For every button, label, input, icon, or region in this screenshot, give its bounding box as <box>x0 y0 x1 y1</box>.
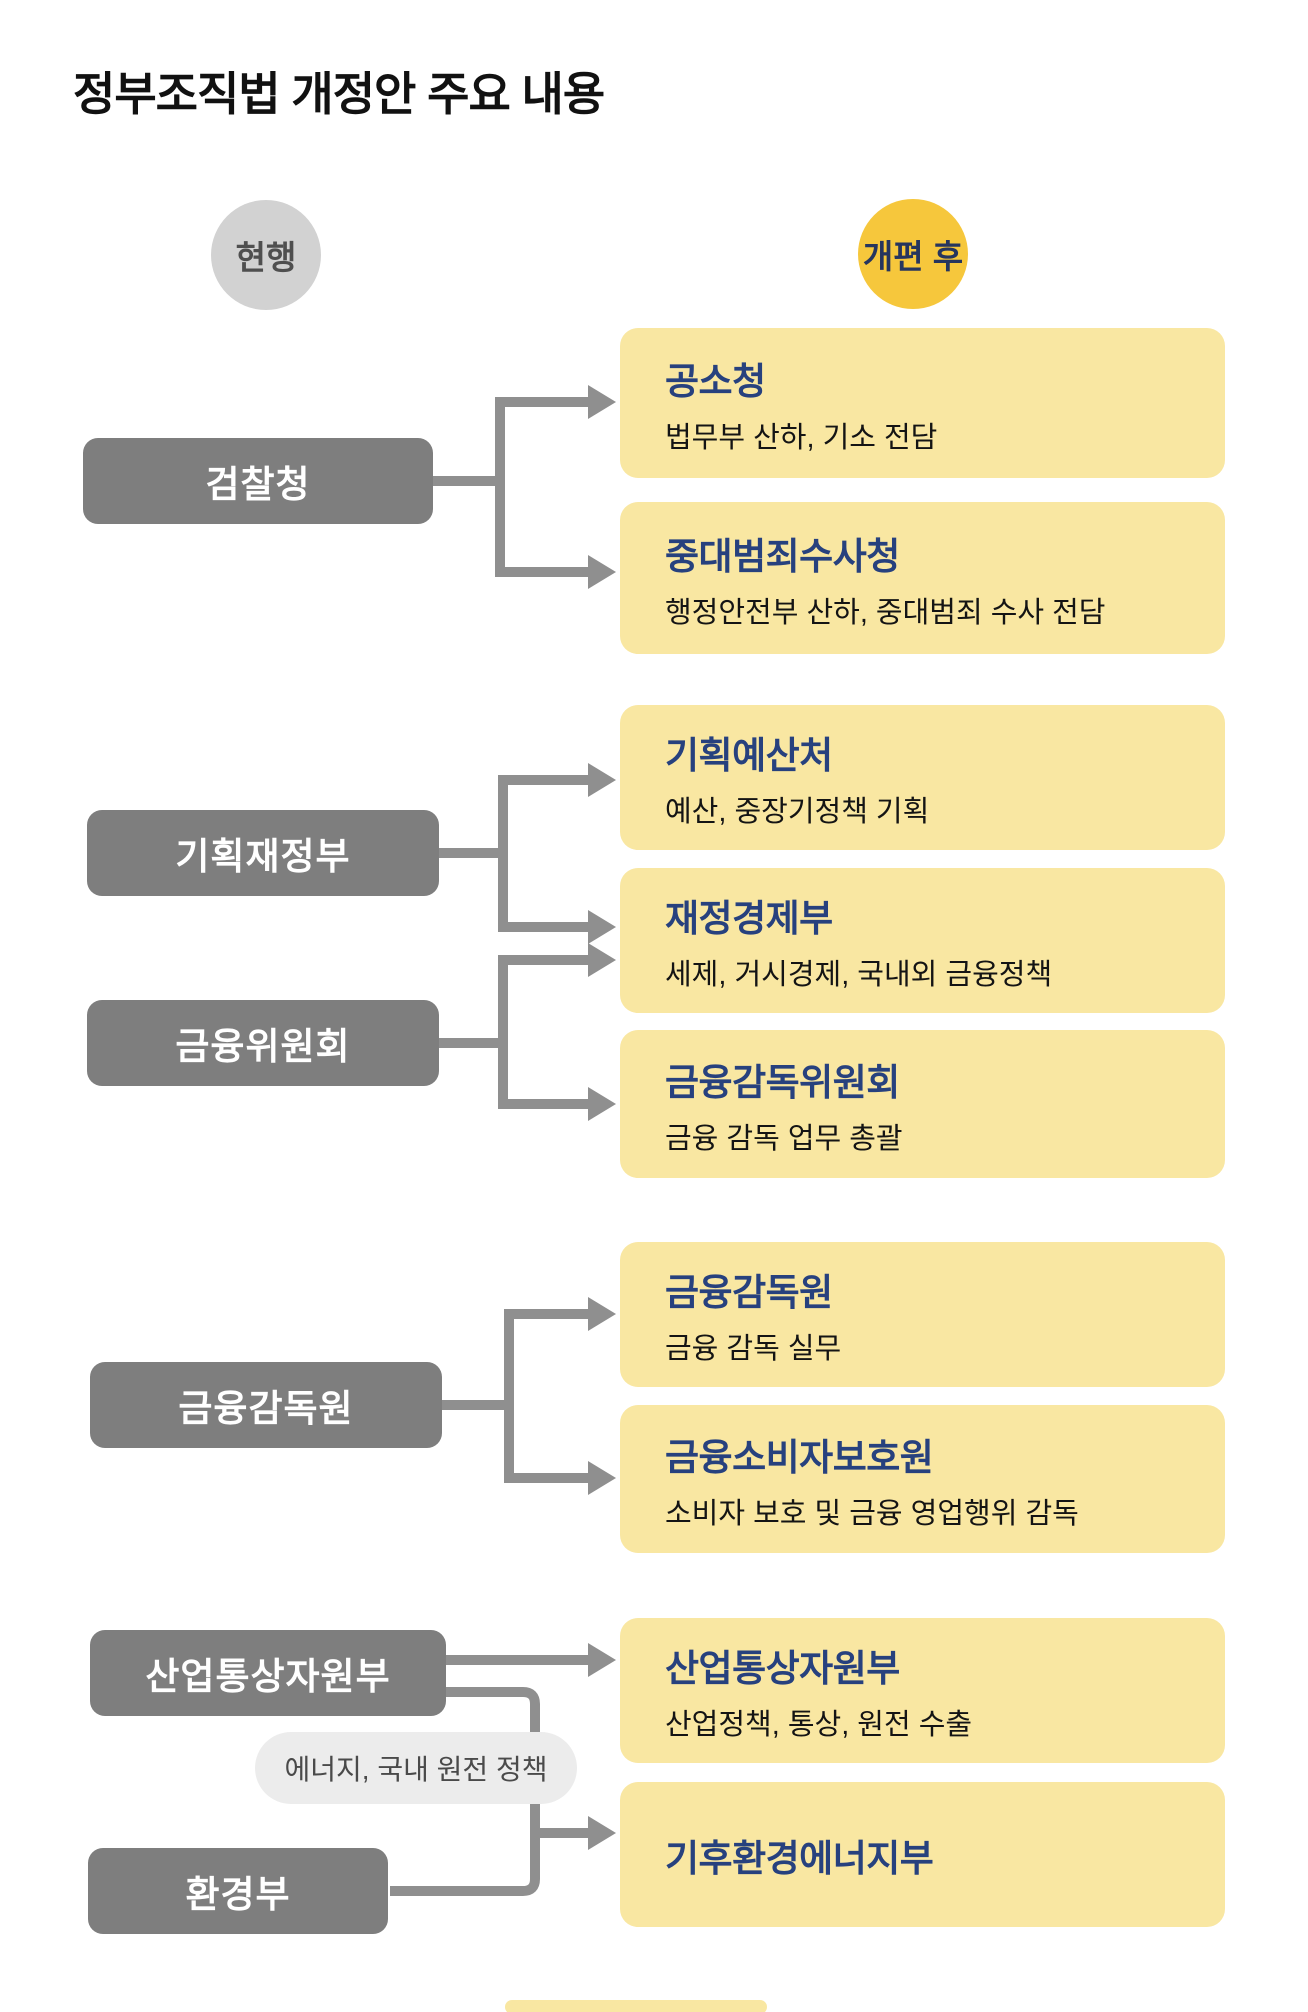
current-org-label: 금융감독원 <box>178 1388 354 1429</box>
new-public-prosecution-office: 공소청 법무부 산하, 기소 전담 <box>620 328 1225 478</box>
current-trade-industry-energy-ministry: 산업통상자원부 <box>90 1630 446 1716</box>
new-org-desc: 세제, 거시경제, 국내외 금융정책 <box>665 959 1053 991</box>
legend-after-badge: 개편 후 <box>858 199 968 309</box>
transfer-note-label: 에너지, 국내 원전 정책 <box>284 1754 548 1785</box>
legend-current-label: 현행 <box>235 239 297 276</box>
new-org-desc: 행정안전부 산하, 중대범죄 수사 전담 <box>665 596 1106 629</box>
arrow-icon <box>588 1461 616 1495</box>
new-climate-environment-energy-ministry: 기후환경에너지부 <box>620 1782 1225 1927</box>
transfer-note-pill: 에너지, 국내 원전 정책 <box>255 1732 577 1804</box>
page-title: 정부조직법 개정안 주요 내용 <box>73 68 605 120</box>
arrow-icon <box>588 385 616 419</box>
new-financial-supervisory-commission: 금융감독위원회 금융 감독 업무 총괄 <box>620 1030 1225 1178</box>
new-org-desc: 예산, 중장기정책 기획 <box>665 796 930 828</box>
new-org-title: 기후환경에너지부 <box>665 1837 934 1879</box>
new-financial-consumer-protection-agency: 금융소비자보호원 소비자 보호 및 금융 영업행위 감독 <box>620 1405 1225 1553</box>
arrow-icon <box>588 555 616 589</box>
new-org-desc: 금융 감독 업무 총괄 <box>665 1122 903 1155</box>
current-environment-ministry: 환경부 <box>88 1848 388 1934</box>
current-financial-services-commission: 금융위원회 <box>87 1000 439 1086</box>
new-org-desc: 법무부 산하, 기소 전담 <box>665 421 938 454</box>
current-org-label: 검찰청 <box>205 464 311 505</box>
new-org-title: 재정경제부 <box>665 898 833 939</box>
current-org-label: 기획재정부 <box>175 836 351 877</box>
new-org-title: 기획예산처 <box>665 735 833 776</box>
new-serious-crime-investigation-agency: 중대범죄수사청 행정안전부 산하, 중대범죄 수사 전담 <box>620 502 1225 654</box>
current-prosecution-service: 검찰청 <box>83 438 433 524</box>
new-org-title: 산업통상자원부 <box>665 1648 900 1689</box>
current-org-label: 산업통상자원부 <box>145 1656 391 1697</box>
arrow-icon <box>588 910 616 944</box>
new-trade-industry-energy-ministry: 산업통상자원부 산업정책, 통상, 원전 수출 <box>620 1618 1225 1763</box>
arrow-icon <box>588 1816 616 1850</box>
current-finance-ministry: 기획재정부 <box>87 810 439 896</box>
new-org-title: 중대범죄수사청 <box>665 535 900 577</box>
new-finance-economy-ministry: 재정경제부 세제, 거시경제, 국내외 금융정책 <box>620 868 1225 1013</box>
current-org-label: 금융위원회 <box>175 1026 351 1067</box>
legend-after-label: 개편 후 <box>862 238 964 275</box>
new-org-title: 금융소비자보호원 <box>665 1436 934 1478</box>
arrow-icon <box>588 1643 616 1677</box>
new-financial-supervisory-service: 금융감독원 금융 감독 실무 <box>620 1242 1225 1387</box>
new-org-desc: 소비자 보호 및 금융 영업행위 감독 <box>665 1497 1079 1530</box>
legend-current-badge: 현행 <box>211 200 321 310</box>
new-org-desc: 금융 감독 실무 <box>665 1333 842 1365</box>
arrow-icon <box>588 943 616 977</box>
arrow-icon <box>588 1297 616 1331</box>
current-financial-supervisory-service: 금융감독원 <box>90 1362 442 1448</box>
new-planning-budget-office: 기획예산처 예산, 중장기정책 기획 <box>620 705 1225 850</box>
arrow-icon <box>588 1087 616 1121</box>
new-org-title: 공소청 <box>665 360 766 402</box>
new-org-title: 금융감독위원회 <box>665 1061 900 1103</box>
cropped-bottom-element <box>505 2000 767 2012</box>
current-org-label: 환경부 <box>185 1874 291 1915</box>
arrow-icon <box>588 763 616 797</box>
new-org-desc: 산업정책, 통상, 원전 수출 <box>665 1709 973 1741</box>
new-org-title: 금융감독원 <box>665 1272 833 1313</box>
